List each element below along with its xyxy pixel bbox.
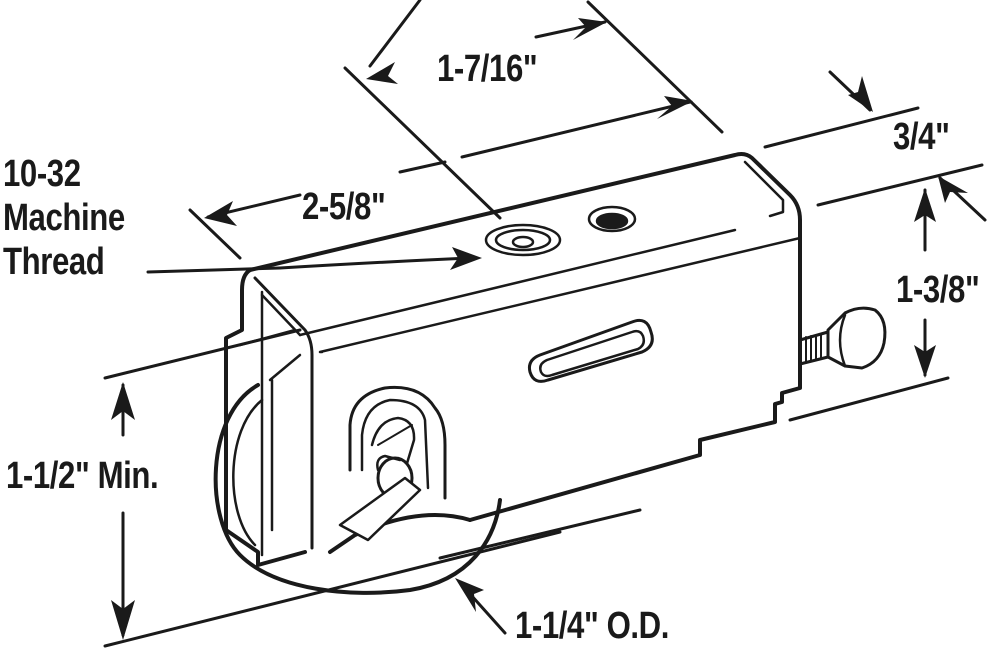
thread-spec-label: 10-32 Machine Thread (3, 155, 125, 281)
width-dimension: 3/4" (893, 116, 950, 158)
hole-spacing-dimension: 1-7/16" (437, 48, 538, 90)
housing-height-dimension: 1-3/8" (896, 269, 980, 311)
top-holes (484, 205, 637, 257)
arrowheads (111, 18, 968, 640)
overall-height-dimension: 1-1/2" Min. (6, 455, 159, 497)
adjustment-screw (798, 306, 887, 370)
length-dimension: 2-5/8" (302, 186, 386, 228)
adjustment-slot (528, 318, 654, 383)
wheel (213, 383, 502, 595)
thread-spec-line3: Thread (3, 241, 105, 283)
axle-bracket (338, 385, 447, 542)
thread-spec-line1: 10-32 (3, 153, 81, 195)
wheel-diameter-dimension: 1-1/4" O.D. (515, 605, 670, 647)
thread-spec-line2: Machine (3, 197, 125, 239)
